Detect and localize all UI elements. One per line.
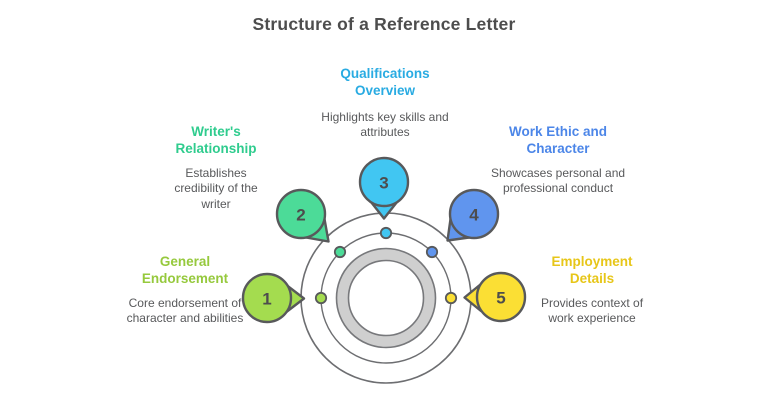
core-ring: [336, 248, 436, 348]
item-2-description: Establishes credibility of the writer: [174, 165, 258, 211]
item-3-heading: Qualifications Overview: [340, 66, 430, 98]
item-1-heading: General Endorsement: [141, 254, 229, 286]
orbit-dot-2: [333, 245, 347, 259]
orbit-dot-3: [379, 226, 393, 240]
core-ring-outer-edge: [335, 247, 437, 349]
balloon-4: 4: [446, 188, 500, 242]
item-5-heading: Employment Details: [551, 254, 633, 286]
item-4-label-block: Work Ethic and Character Showcases perso…: [483, 124, 633, 197]
balloon-1-number: 1: [262, 290, 271, 309]
item-2-label-block: Writer's Relationship Establishes credib…: [151, 124, 281, 213]
core-ring-inner-edge: [347, 259, 425, 337]
balloon-2-circle: [275, 188, 327, 240]
item-1-description: Core endorsement of character and abilit…: [126, 295, 244, 326]
balloon-4-circle: [448, 188, 500, 240]
balloon-5-circle: [475, 271, 527, 323]
page-title: Structure of a Reference Letter: [252, 14, 516, 34]
balloon-1: 1: [241, 272, 306, 324]
item-4-description: Showcases personal and professional cond…: [490, 165, 626, 196]
item-2-heading: Writer's Relationship: [175, 124, 257, 156]
item-1-label-block: General Endorsement Core endorsement of …: [125, 254, 245, 327]
item-3-description: Highlights key skills and attributes: [321, 109, 449, 140]
balloon-5: 5: [463, 271, 527, 323]
item-3-label-block: Qualifications Overview Highlights key s…: [310, 66, 460, 141]
balloon-2: 2: [275, 188, 330, 243]
balloon-1-circle: [241, 272, 293, 324]
balloon-5-number: 5: [496, 289, 505, 308]
balloon-4-number: 4: [469, 206, 479, 225]
balloon-3-circle: [358, 156, 410, 208]
balloon-3-number: 3: [379, 174, 388, 193]
item-5-description: Provides context of work experience: [540, 295, 644, 326]
item-5-label-block: Employment Details Provides context of w…: [532, 254, 652, 327]
balloon-3: 3: [358, 156, 410, 220]
item-4-heading: Work Ethic and Character: [508, 124, 607, 156]
orbit-dot-5: [444, 291, 458, 305]
orbit-dot-4: [425, 245, 439, 259]
orbit-dot-1: [314, 291, 328, 305]
balloon-2-number: 2: [296, 206, 305, 225]
